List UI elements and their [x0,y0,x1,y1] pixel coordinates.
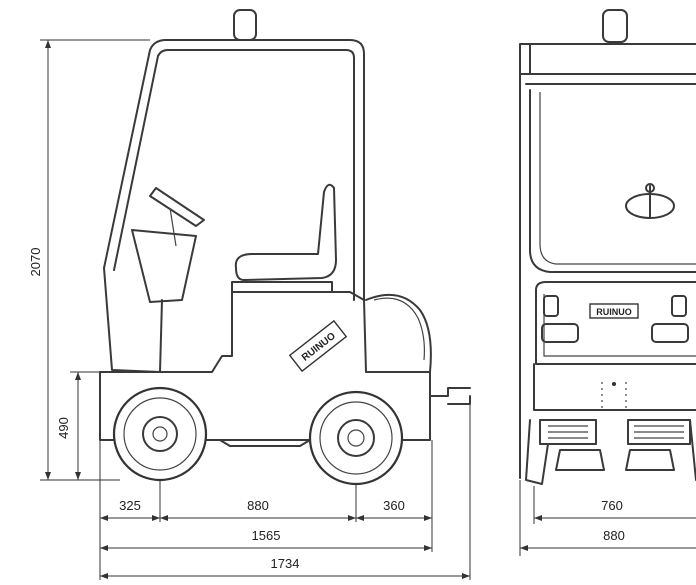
warning-beacon-icon [233,9,257,41]
dim-height-step: 490 [56,417,71,439]
front-badge-text: RUINUO [596,307,632,317]
front-steering-wheel-icon [625,183,675,219]
dim-frame-length: 1565 [252,528,281,543]
dim-rear-overhang: 360 [383,498,405,513]
windshield-frame [525,83,696,273]
dim-overall-width: 880 [603,528,625,543]
side-view-vehicle: RUINUO [99,9,471,486]
front-dimensions: 760 880 [519,480,696,556]
steering-wheel-icon [149,187,205,227]
dim-front-overhang: 325 [119,498,141,513]
operator-seat [234,183,337,281]
rear-wheel [308,390,404,486]
front-wheel [112,386,208,482]
dim-overall-length: 1734 [271,556,300,571]
dim-track-width: 760 [601,498,623,513]
side-dimensions: 2070 490 325 880 360 1565 1734 [28,39,471,580]
seat-base [231,281,333,293]
front-right-wheel [689,419,696,481]
tow-hitch [429,387,471,405]
body-badge: RUINUO [288,319,348,373]
right-headlight-icon [651,295,689,343]
canopy-frame [103,39,365,301]
front-axle [539,419,691,445]
left-headlight-icon [541,295,579,343]
front-dashboard [535,281,696,365]
dim-height-total: 2070 [28,248,43,277]
front-beacon-icon [602,9,628,43]
steering-column [131,229,197,303]
front-left-wheel [525,419,549,485]
dim-wheelbase: 880 [247,498,269,513]
rear-fender [365,293,432,373]
front-roof [519,43,696,271]
front-view-vehicle: RUINUO [519,9,696,485]
